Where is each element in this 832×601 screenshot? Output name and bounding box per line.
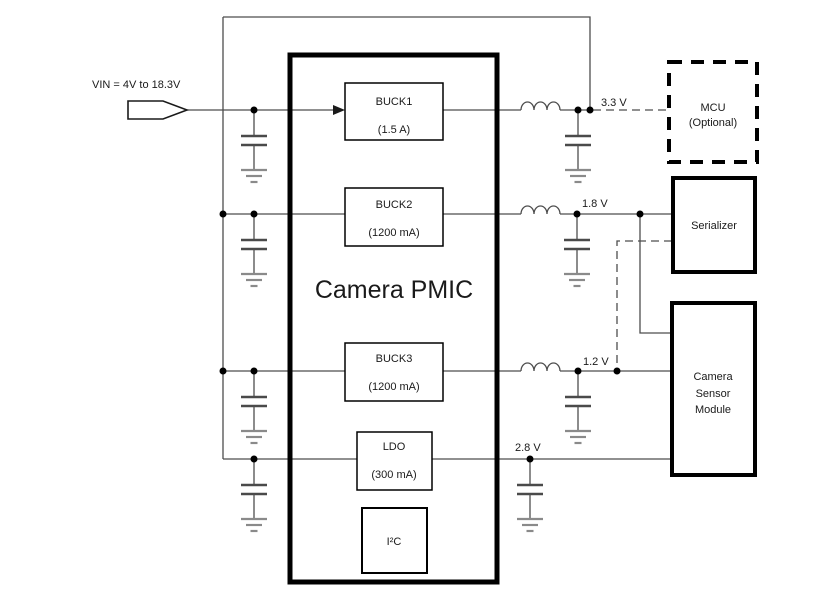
capacitor-ground-vin-icon: [239, 108, 269, 184]
junction-dot-1v8-cap: [573, 210, 581, 218]
buck1-name: BUCK1: [376, 96, 413, 108]
rail-label-1v2: 1.2 V: [583, 356, 609, 368]
wire-1v8-to-camera-branch: [639, 214, 672, 334]
camera-module-line3: Module: [695, 404, 731, 416]
capacitor-ground-1v8-icon: [562, 212, 592, 288]
capacitor-ground-3v3-icon: [563, 108, 593, 184]
buck3-block: [344, 342, 444, 402]
junction-dot-buck3-cap: [250, 367, 258, 375]
capacitor-ground-buck3-in-icon: [239, 369, 269, 445]
inductor-buck1-icon: [520, 101, 561, 111]
junction-dot-ldo-cap: [250, 455, 258, 463]
serializer-name: Serializer: [691, 220, 737, 232]
junction-dot-vin-cap: [250, 106, 258, 114]
junction-dot-1v8-branch: [636, 210, 644, 218]
buck1-block: [344, 82, 444, 141]
mcu-note: (Optional): [689, 117, 737, 129]
buck3-name: BUCK3: [376, 353, 413, 365]
capacitor-ground-buck2-in-icon: [239, 212, 269, 288]
rail-label-3v3: 3.3 V: [601, 97, 627, 109]
capacitor-ground-2v8-icon: [515, 457, 545, 533]
mcu-name: MCU: [700, 102, 725, 114]
vin-label: VIN = 4V to 18.3V: [92, 79, 181, 91]
ldo-rating: (300 mA): [371, 469, 416, 481]
ldo-name: LDO: [383, 441, 406, 453]
junction-dot-3v3-cap: [574, 106, 582, 114]
camera-sensor-module-box: [670, 301, 757, 477]
junction-dot-3v3-feedback: [586, 106, 594, 114]
i2c-name: I²C: [387, 536, 402, 548]
junction-dot-1v2-dashed: [613, 367, 621, 375]
capacitor-ground-ldo-in-icon: [239, 457, 269, 533]
rail-label-2v8: 2.8 V: [515, 442, 541, 454]
junction-dot-buck2-rail: [219, 210, 227, 218]
buck3-rating: (1200 mA): [368, 381, 419, 393]
rail-label-1v8: 1.8 V: [582, 198, 608, 210]
buck2-name: BUCK2: [376, 199, 413, 211]
camera-module-line1: Camera: [693, 371, 733, 383]
junction-dot-2v8-cap: [526, 455, 534, 463]
i2c-block: [361, 507, 428, 574]
inductor-buck3-icon: [520, 362, 561, 372]
buck1-input-arrowhead-icon: [333, 105, 345, 115]
mcu-box: [667, 60, 759, 164]
camera-pmic-box: [287, 52, 500, 585]
serializer-box: [671, 176, 757, 274]
camera-module-line2: Sensor: [696, 388, 731, 400]
buck2-rating: (1200 mA): [368, 227, 419, 239]
wire-dashed-serializer-to-1v2: [616, 240, 672, 371]
buck1-rating: (1.5 A): [378, 124, 410, 136]
junction-dot-buck2-cap: [250, 210, 258, 218]
junction-dot-1v2-cap: [574, 367, 582, 375]
vin-arrow-icon: [127, 100, 190, 120]
inductor-buck2-icon: [520, 205, 561, 215]
capacitor-ground-1v2-icon: [563, 369, 593, 445]
junction-dot-buck3-rail: [219, 367, 227, 375]
wire-3v3-feedback-top: [223, 16, 591, 110]
ldo-block: [356, 431, 433, 491]
camera-pmic-title: Camera PMIC: [315, 276, 473, 304]
buck2-block: [344, 187, 444, 247]
